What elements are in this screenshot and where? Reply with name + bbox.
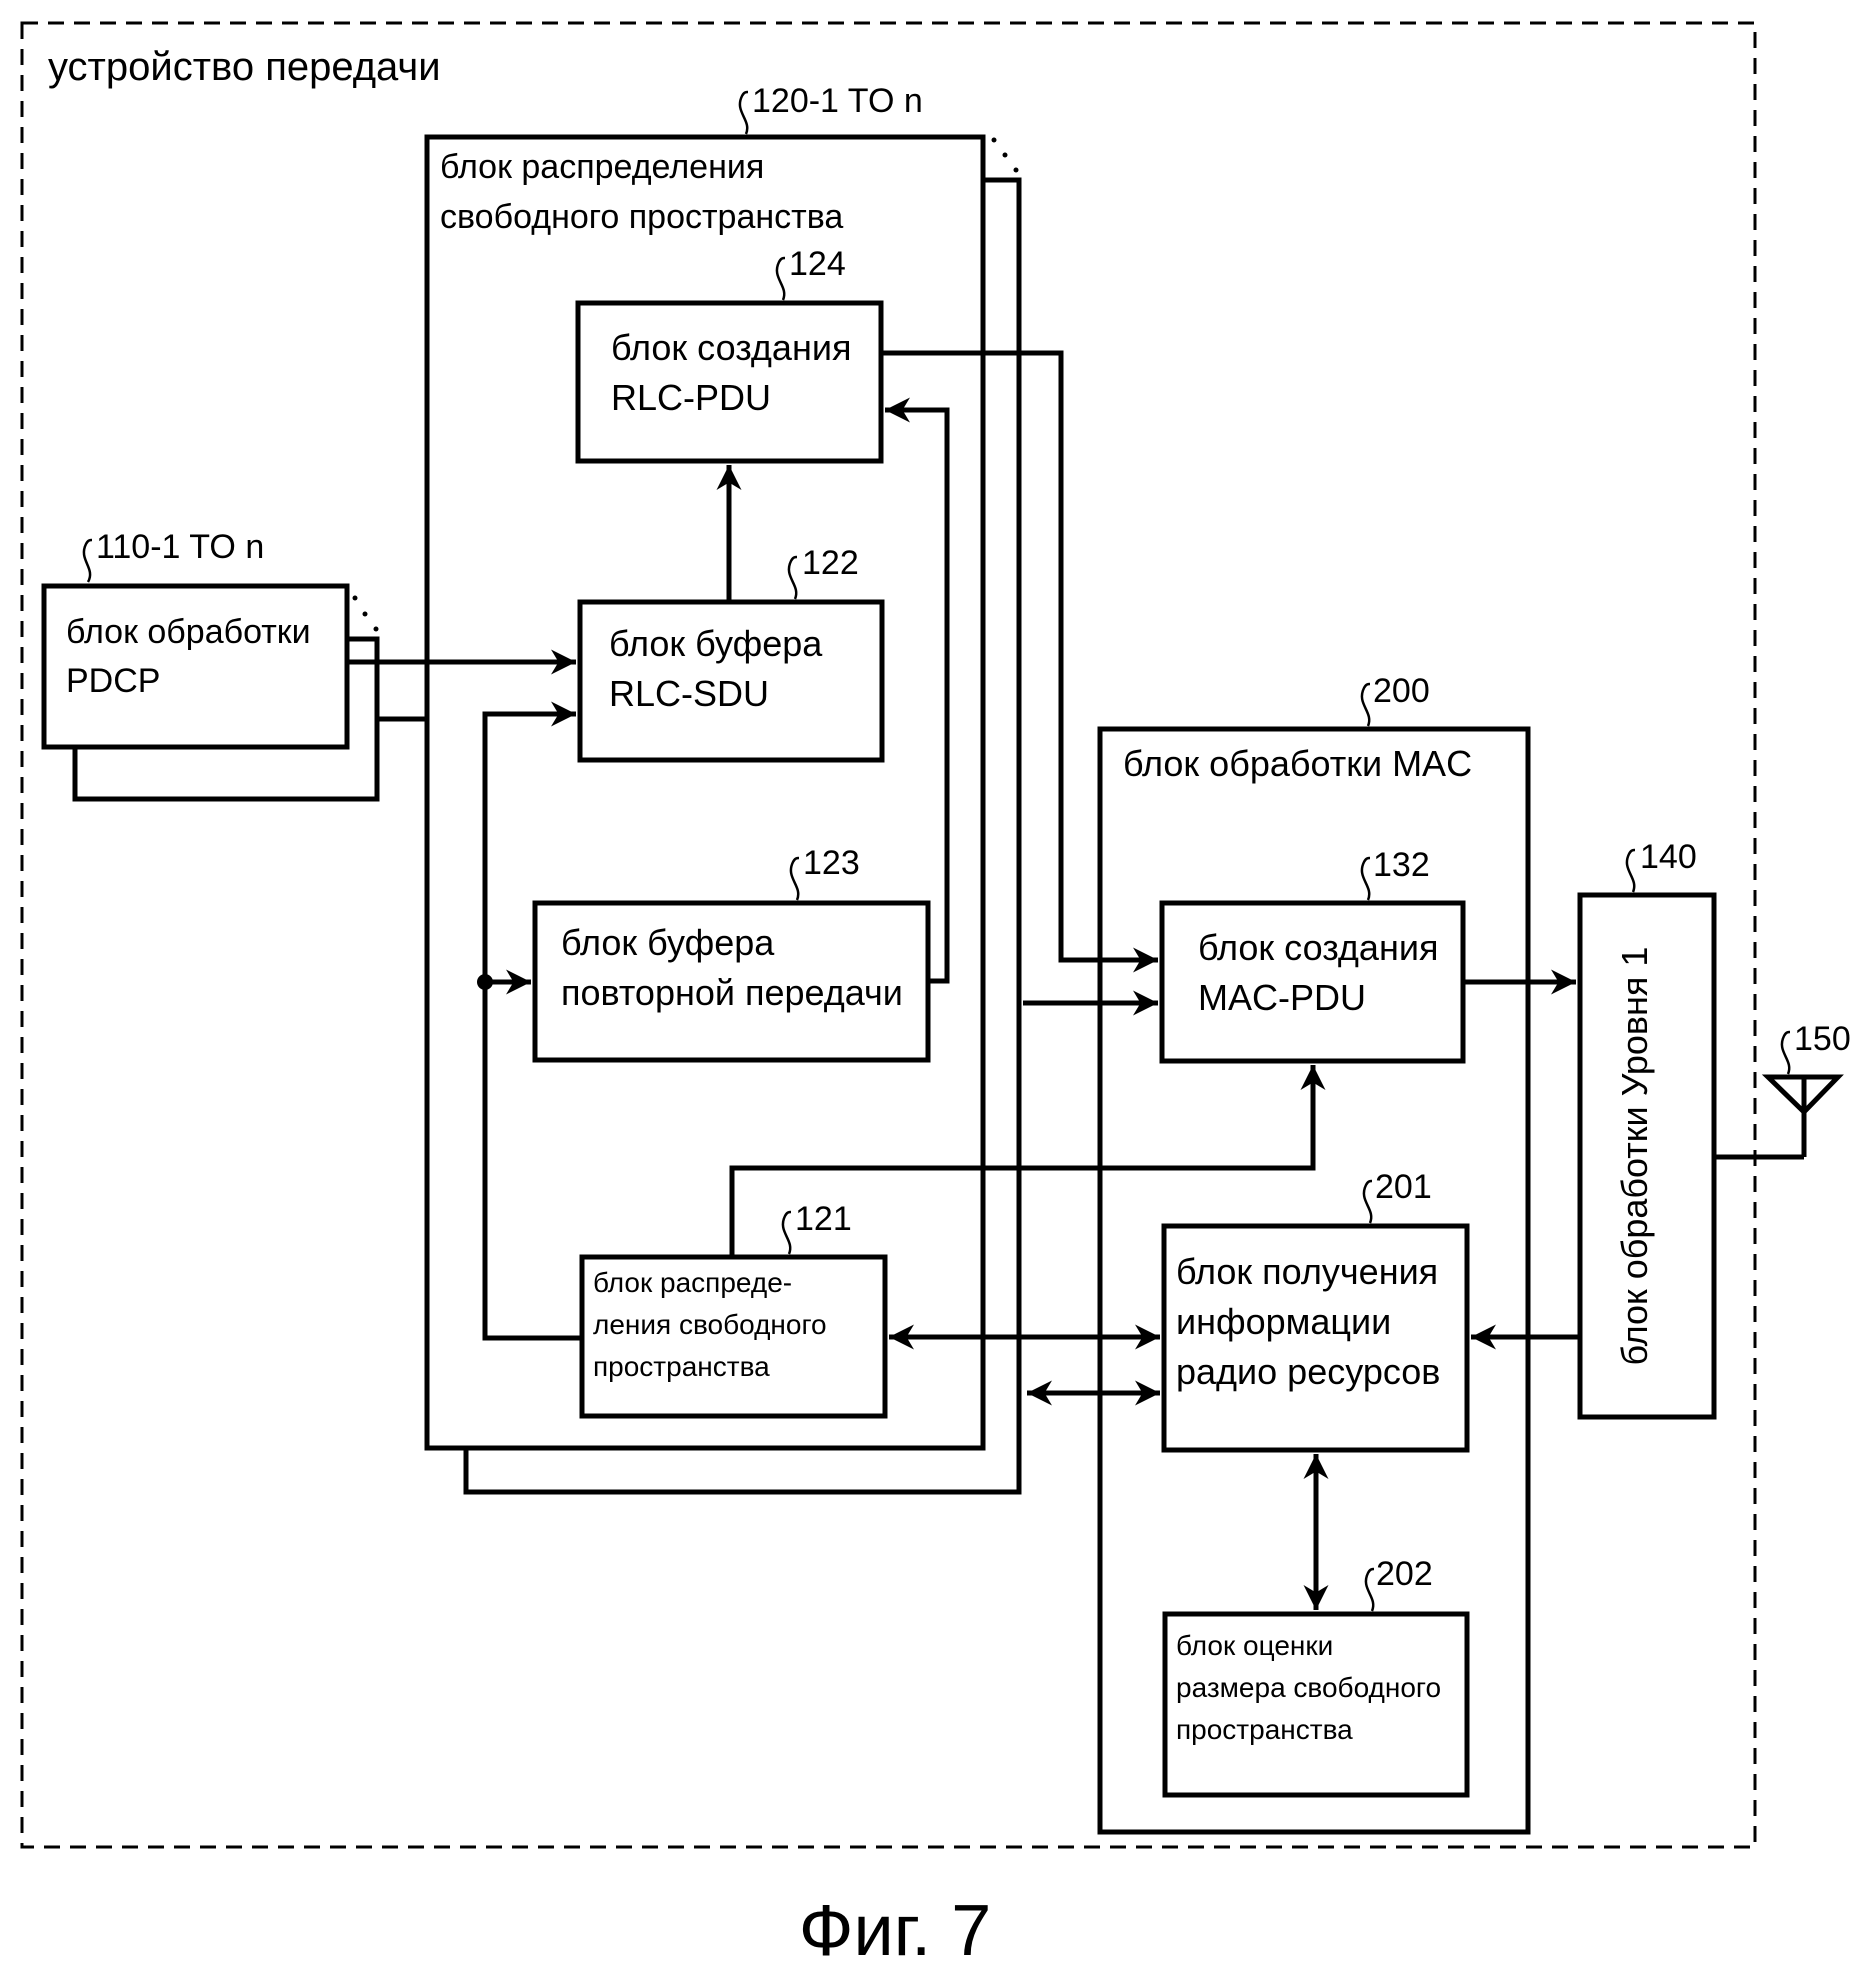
rlc-pdu-line1: блок создания [611, 327, 851, 368]
ref-leader [1625, 848, 1636, 893]
radio-info-line2: информации [1176, 1301, 1391, 1342]
ref-leader [1362, 1179, 1373, 1224]
antenna-icon [1761, 1074, 1844, 1157]
space-alloc-outer-line1: блок распределения [440, 148, 764, 186]
ref-leader [1360, 682, 1371, 727]
stack-dot [373, 626, 379, 632]
ref-pdcp: 110-1 TO n [96, 528, 264, 566]
conn-rlc-pdu-mac-pdu [881, 350, 1158, 973]
retx-line2: повторной передачи [561, 972, 903, 1013]
ref-mac: 200 [1373, 672, 1430, 710]
stack-dot [352, 595, 358, 601]
space-alloc-inner-line2: ления свободного [593, 1309, 827, 1340]
space-alloc-inner-block [579, 1254, 888, 1419]
stack-dot [362, 611, 368, 617]
mac-pdu-line2: MAC-PDU [1198, 977, 1366, 1018]
radio-info-block [1161, 1223, 1470, 1453]
mac-label: блок обработки MAC [1123, 743, 1472, 784]
mac-pdu-block [1159, 900, 1466, 1064]
ref-radio-info: 201 [1375, 1168, 1432, 1206]
radio-info-line3: радио ресурсов [1176, 1351, 1440, 1392]
ref-mac-pdu: 132 [1373, 846, 1430, 884]
radio-info-line1: блок получения [1176, 1251, 1438, 1292]
ref-leader [82, 538, 93, 583]
ref-space-alloc-outer: 120-1 TO n [752, 82, 923, 120]
ref-leader [1360, 856, 1371, 901]
pdcp-block-line1: блок обработки [66, 613, 311, 651]
space-alloc-inner-line3: пространства [593, 1351, 770, 1382]
ref-space-alloc-inner: 121 [795, 1200, 852, 1238]
stack-dot [991, 137, 997, 143]
device-boundary [20, 21, 1757, 1849]
conn-space-alloc-rlc-sdu [482, 701, 582, 1341]
ref-layer1: 140 [1640, 838, 1697, 876]
stack-dot [1013, 167, 1019, 173]
rlc-sdu-block [577, 599, 885, 763]
layer1-label: блок обработки Уровня 1 [1614, 947, 1655, 1366]
device-label: устройство передачи [48, 45, 441, 89]
ref-leader [781, 1210, 792, 1255]
rlc-pdu-block [575, 300, 884, 464]
connections [347, 180, 1804, 1610]
conn-space-alloc-mac-pdu [729, 1065, 1326, 1257]
space-est-line1: блок оценки [1176, 1630, 1333, 1661]
pdcp-block-line2: PDCP [66, 662, 160, 700]
ref-leader [1780, 1030, 1791, 1075]
space-alloc-outer-line2: свободного пространства [440, 198, 843, 236]
rlc-pdu-line2: RLC-PDU [611, 377, 771, 418]
retx-line1: блок буфера [561, 922, 775, 963]
mac-pdu-line1: блок создания [1198, 927, 1438, 968]
rlc-sdu-line2: RLC-SDU [609, 673, 769, 714]
figure-caption: Фиг. 7 [799, 1891, 991, 1970]
rlc-sdu-line1: блок буфера [609, 623, 823, 664]
ref-antenna: 150 [1794, 1020, 1851, 1058]
layer1-block [1577, 892, 1717, 1420]
stack-dot [1002, 152, 1008, 158]
space-alloc-inner-line1: блок распреде- [593, 1267, 792, 1298]
ref-rlc-sdu: 122 [802, 544, 859, 582]
pdcp-block [41, 583, 350, 750]
ref-leader [738, 90, 749, 135]
ref-leader [789, 856, 800, 901]
space-est-line2: размера свободного [1176, 1672, 1441, 1703]
space-est-block [1162, 1611, 1470, 1798]
ref-retx: 123 [803, 844, 860, 882]
ref-leader [1364, 1567, 1375, 1612]
ref-leader [787, 555, 798, 600]
space-est-line3: пространства [1176, 1714, 1353, 1745]
pdcp-block-group: блок обработки PDCP 110-1 TO n [41, 528, 380, 802]
conn-retx-rlc-pdu [885, 397, 950, 984]
ref-space-est: 202 [1376, 1555, 1433, 1593]
ref-rlc-pdu: 124 [789, 245, 846, 283]
ref-leader [775, 256, 786, 301]
